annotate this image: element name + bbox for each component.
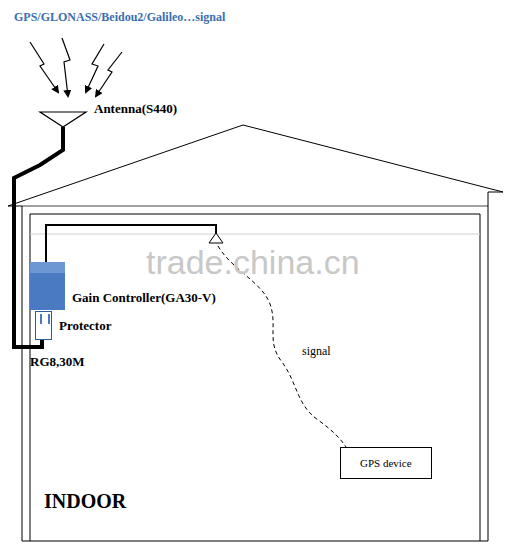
signal-source-title: GPS/GLONASS/Beidou2/Galileo…signal: [14, 10, 225, 25]
house-outline: [8, 125, 503, 541]
indoor-label: INDOOR: [44, 490, 126, 513]
antenna-symbol: [40, 112, 86, 127]
watermark: trade.china.cn: [146, 243, 360, 282]
cable-label: RG8,30M: [30, 354, 85, 370]
indoor-antenna: [209, 233, 223, 243]
antenna-label: Antenna(S440): [94, 101, 177, 117]
signal-bolts: [30, 38, 122, 96]
protector-detail: [40, 314, 50, 324]
node-text: GPS device: [360, 457, 412, 469]
gain-controller-box: Gain Controller(GA30-V): [30, 262, 65, 310]
rg8-cable: [14, 127, 63, 347]
gps-device-box: GPS device: [340, 447, 432, 479]
signal-label: signal: [302, 344, 331, 359]
protector-box: Protector: [35, 311, 52, 340]
node-text: Gain Controller(GA30-V): [72, 290, 216, 306]
node-text: Protector: [59, 318, 111, 334]
